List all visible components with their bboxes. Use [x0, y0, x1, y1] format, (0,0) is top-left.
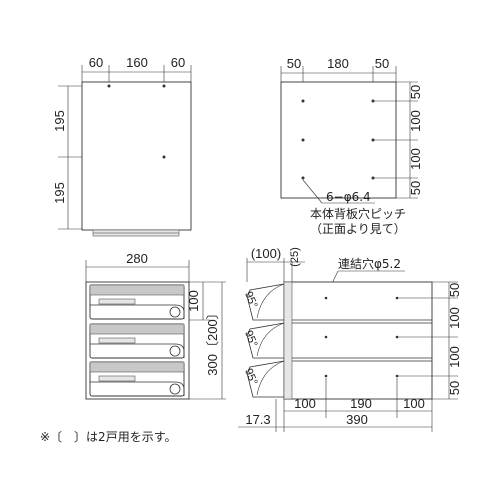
side-door-open: 95° — [242, 360, 285, 398]
side-dim-100-right: 100 — [403, 396, 425, 411]
front-dim-60-left: 60 — [89, 55, 103, 70]
side-dim-100-upper: 100 — [447, 307, 462, 329]
side-angle-95-top: 95° — [242, 290, 259, 310]
back-hole — [301, 99, 305, 103]
side-dim-100-lower: 100 — [447, 346, 462, 368]
side-door-open: 95° — [242, 283, 285, 321]
side-hole — [324, 335, 328, 339]
cabinet-view: 280 100 — [85, 251, 226, 400]
side-dim-390: 390 — [346, 412, 368, 427]
back-view: 50 180 50 50 100 100 50 6−φ6.4 本体背板穴ピッチ … — [280, 56, 423, 236]
side-hole-label: 連結穴φ5.2 — [338, 256, 401, 271]
side-hole — [324, 296, 328, 300]
cabinet-dim-280: 280 — [126, 251, 148, 266]
front-dim-195-lower: 195 — [52, 182, 67, 204]
front-dim-195-upper: 195 — [52, 110, 67, 132]
side-hole — [324, 374, 328, 378]
front-hole — [162, 155, 166, 159]
side-dim-100-paren: (100) — [251, 246, 281, 261]
front-dim-60-right: 60 — [171, 55, 185, 70]
back-dim-100-upper: 100 — [408, 110, 423, 132]
front-body — [81, 81, 192, 231]
cabinet-tier — [89, 323, 185, 359]
back-dim-100-lower: 100 — [408, 148, 423, 170]
back-dim-50-bottom: 50 — [408, 181, 423, 195]
back-hole-spec: 6−φ6.4 — [326, 190, 371, 204]
front-dim-160: 160 — [126, 55, 148, 70]
back-note-line1: 本体背板穴ピッチ — [310, 206, 406, 221]
back-dim-50-right: 50 — [375, 56, 389, 71]
cabinet-tier — [89, 284, 185, 320]
side-angle-95-bottom: 95° — [242, 367, 259, 387]
cabinet-dim-total: 300〔200〕 — [205, 306, 220, 375]
side-body — [283, 281, 433, 400]
side-dim-50-bottom: 50 — [447, 381, 462, 395]
side-view: (100) (25) 連結穴φ5.2 95° 95° — [238, 246, 462, 432]
back-note-line2: （正面より見て） — [310, 222, 406, 236]
front-hole — [107, 84, 111, 88]
front-hole — [162, 84, 166, 88]
side-dim-25-paren: (25) — [289, 247, 301, 267]
cabinet-dim-100: 100 — [186, 290, 201, 312]
side-dim-17-3: 17.3 — [245, 412, 270, 427]
footnote: ※〔 〕は2戸用を示す。 — [40, 430, 177, 444]
side-angle-95-mid: 95° — [242, 329, 259, 349]
back-hole — [301, 176, 305, 180]
back-hole — [301, 138, 305, 142]
side-dim-190: 190 — [350, 396, 372, 411]
back-dim-50-left: 50 — [287, 56, 301, 71]
back-dim-50-top: 50 — [408, 85, 423, 99]
cabinet-tier — [89, 361, 185, 397]
front-view: 60 160 60 195 195 — [52, 55, 192, 237]
side-dim-100-left: 100 — [294, 396, 316, 411]
back-dim-180: 180 — [327, 56, 349, 71]
side-door-open: 95° — [242, 322, 285, 359]
side-dim-50-top: 50 — [447, 283, 462, 297]
